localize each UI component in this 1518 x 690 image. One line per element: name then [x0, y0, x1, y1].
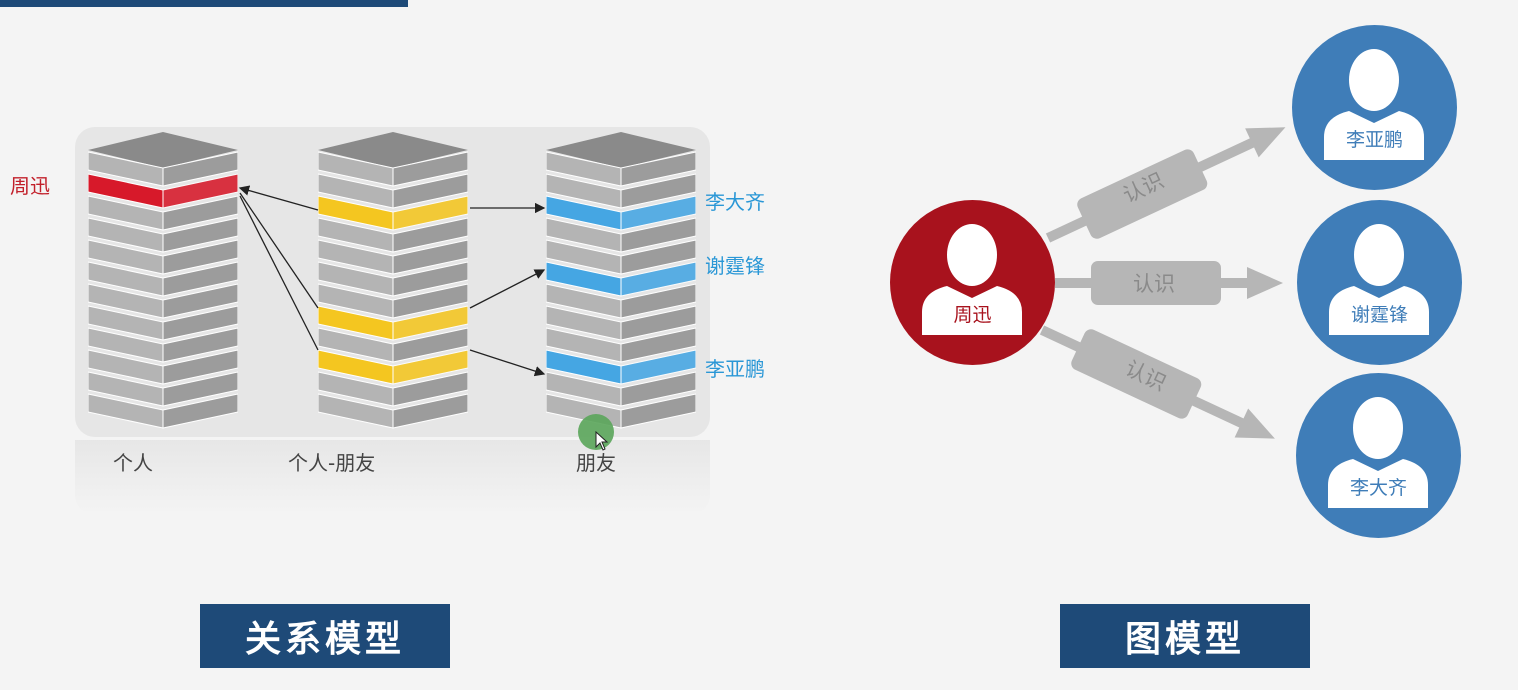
link-friend-3 [469, 349, 546, 377]
person-silhouette-icon [1329, 224, 1429, 335]
stack-top [88, 132, 238, 168]
highlighted-row [87, 173, 239, 209]
mouse-pointer-icon [595, 431, 609, 451]
node-friend-3: 李大齐 [1296, 373, 1461, 538]
friend-table-stack [545, 130, 697, 430]
table-row [87, 371, 239, 407]
table-row [87, 217, 239, 253]
link-person-row3 [239, 195, 319, 351]
node-friend-3-name: 李大齐 [1349, 477, 1407, 499]
friend-label-1: 李大齐 [705, 190, 765, 214]
person-table-stack [87, 130, 239, 430]
table-row [545, 217, 697, 253]
link-friend-2 [469, 269, 546, 309]
node-friend-1: 李亚鹏 [1292, 25, 1457, 190]
top-accent-bar [0, 0, 408, 7]
edge-label-middle: 认识 [1133, 272, 1175, 296]
node-friend-2: 谢霆锋 [1297, 200, 1462, 365]
table-stack-svg [317, 132, 469, 429]
table-stack-svg [545, 132, 697, 429]
column-label-person-friend: 个人-朋友 [288, 451, 376, 475]
person-silhouette-icon [922, 224, 1022, 335]
graph-model-caption: 图模型 [1060, 604, 1310, 668]
node-friend-1-name: 李亚鹏 [1345, 129, 1403, 151]
table-row [545, 371, 697, 407]
column-label-friend: 朋友 [576, 451, 616, 475]
link-person-row2 [239, 192, 319, 309]
stack-top [546, 132, 696, 168]
table-row [317, 283, 469, 319]
highlighted-row [545, 349, 697, 385]
friend-label-3: 李亚鹏 [705, 357, 765, 381]
table-row [545, 283, 697, 319]
person-silhouette-icon [1324, 49, 1424, 160]
table-row [545, 327, 697, 363]
highlighted-row [545, 195, 697, 231]
node-center-name: 周迅 [953, 304, 992, 326]
person-friend-table-stack [317, 130, 469, 430]
person-silhouette-icon [1328, 397, 1428, 508]
highlighted-row [317, 305, 469, 341]
stack-top [318, 132, 468, 168]
table-row [87, 151, 239, 187]
table-row [317, 393, 469, 429]
table-row [545, 305, 697, 341]
person-label: 周迅 [10, 174, 50, 198]
table-row [317, 327, 469, 363]
highlighted-row [317, 349, 469, 385]
panel-reflection [75, 440, 710, 515]
node-center-person: 周迅 [890, 200, 1055, 365]
table-row [545, 173, 697, 209]
node-friend-2-name: 谢霆锋 [1350, 304, 1408, 326]
table-stack-svg [87, 132, 239, 429]
relational-model-caption: 关系模型 [200, 604, 450, 668]
column-label-person: 个人 [113, 451, 153, 475]
table-row [317, 173, 469, 209]
friend-label-2: 谢霆锋 [705, 254, 765, 278]
link-person-row1 [238, 185, 319, 211]
